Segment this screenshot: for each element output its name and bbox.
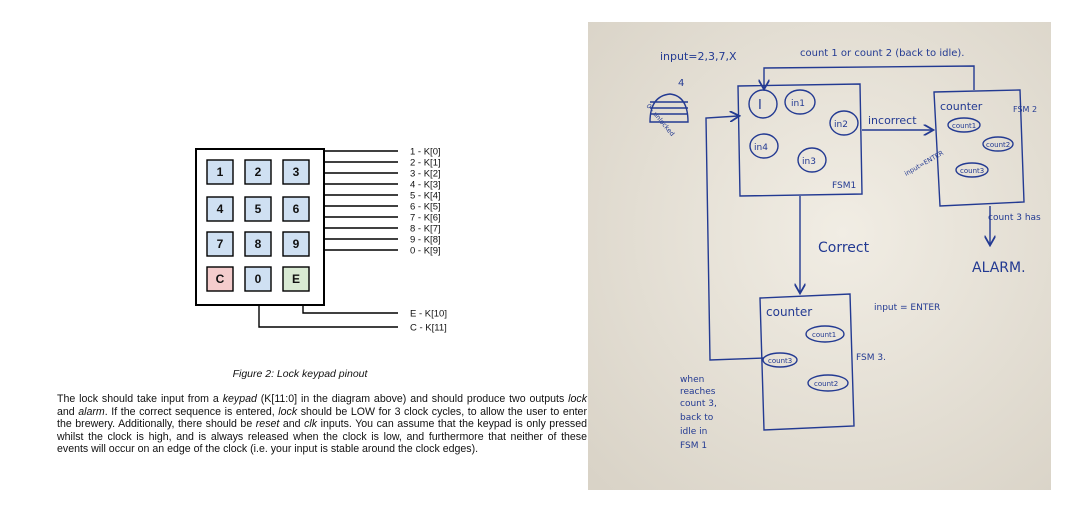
state-in1 — [784, 89, 816, 115]
figure-caption: Figure 2: Lock keypad pinout — [232, 368, 368, 380]
pin-wire — [302, 305, 398, 314]
label-in4: in4 — [754, 143, 768, 153]
pin-label: 5 - K[4] — [410, 191, 441, 202]
fsm2-box — [933, 89, 1025, 207]
fsm2-count1 — [947, 117, 981, 133]
back-to-idle-arrow — [764, 65, 975, 90]
key-2: 2 — [244, 159, 272, 185]
key-0: 0 — [244, 266, 272, 292]
fsm1-box — [737, 83, 863, 197]
fsm2-count1-text: count1 — [952, 122, 976, 130]
svg-text:5: 5 — [255, 202, 262, 216]
label-correct: Correct — [818, 240, 870, 256]
fsm3-count1 — [805, 325, 845, 343]
label-in2: in2 — [834, 120, 848, 130]
bell-icon — [649, 93, 689, 123]
label-in3: in3 — [802, 157, 816, 167]
bell-counter: 4 — [678, 78, 684, 89]
svg-text:3: 3 — [293, 165, 300, 179]
pin-label: 1 - K[0] — [410, 147, 441, 158]
back-loop-arrow — [705, 116, 765, 361]
pin-label: 3 - K[2] — [410, 169, 441, 180]
key-9: 9 — [282, 231, 310, 257]
pin-label: 8 - K[7] — [410, 224, 441, 235]
key-e: E — [282, 266, 310, 292]
input-sequence-note: input=2,3,7,X — [660, 50, 737, 63]
fsm2-count2 — [982, 136, 1014, 152]
svg-text:C: C — [216, 272, 225, 286]
keypad-pinout-diagram: 1 2 3 4 5 6 7 8 9C 0 E 1 - K[0]2 - K[1]3 - K[2]4 -… — [195, 147, 447, 334]
state-in3 — [797, 147, 827, 173]
fsm2-count3-text: count3 — [960, 167, 984, 175]
fsm3-box — [759, 293, 855, 431]
svg-text:2: 2 — [255, 165, 262, 179]
description-paragraph: The lock should take input from a keypad… — [57, 393, 587, 455]
pin-label: 6 - K[5] — [410, 202, 441, 213]
label-counter-fsm3: counter — [766, 305, 812, 319]
key-8: 8 — [244, 231, 272, 257]
svg-text:4: 4 — [217, 202, 224, 216]
label-fsm3: FSM 3. — [856, 353, 886, 363]
fsm3-count3-text: count3 — [768, 357, 792, 365]
pin-label: 9 - K[8] — [410, 235, 441, 246]
label-alarm: ALARM. — [972, 260, 1026, 276]
svg-text:1: 1 — [217, 165, 224, 179]
svg-text:0: 0 — [255, 272, 262, 286]
label-incorrect: incorrect — [868, 114, 917, 127]
fsm3-count2 — [807, 374, 849, 392]
key-4: 4 — [206, 196, 234, 222]
key-3: 3 — [282, 159, 310, 185]
label-fsm2: FSM 2 — [1013, 105, 1037, 114]
pin-label: E - K[10] — [410, 309, 447, 320]
state-in4 — [749, 133, 779, 159]
pin-label: 4 - K[3] — [410, 180, 441, 191]
fsm-sketch-photo: input=2,3,7,X count 1 or count 2 (back t… — [588, 22, 1051, 490]
state-idle — [748, 89, 778, 119]
key-6: 6 — [282, 196, 310, 222]
key-c: C — [206, 266, 234, 292]
svg-text:6: 6 — [293, 202, 300, 216]
keypad-frame — [195, 148, 325, 306]
fsm2-count2-text: count2 — [986, 141, 1010, 149]
fsm2-count3 — [955, 162, 989, 178]
svg-text:E: E — [292, 272, 300, 286]
fsm3-count2-text: count2 — [814, 380, 838, 388]
label-input-enter: input = ENTER — [874, 303, 940, 313]
state-in2 — [829, 110, 859, 136]
label-counter-fsm2: counter — [940, 100, 983, 113]
pin-label: 2 - K[1] — [410, 158, 441, 169]
pin-wire — [258, 305, 398, 328]
label-fsm1: FSM1 — [832, 181, 856, 191]
count-note: count 1 or count 2 (back to idle). — [800, 48, 964, 59]
pin-label: 0 - K[9] — [410, 246, 441, 257]
svg-text:9: 9 — [293, 237, 300, 251]
paper-background — [588, 22, 1051, 490]
label-idle: I — [758, 98, 762, 113]
label-in1: in1 — [791, 99, 805, 109]
fsm3-count1-text: count1 — [812, 331, 836, 339]
svg-text:8: 8 — [255, 237, 262, 251]
fsm3-count3 — [762, 352, 798, 368]
svg-text:7: 7 — [217, 237, 224, 251]
key-5: 5 — [244, 196, 272, 222]
label-count3-has: count 3 has — [988, 213, 1041, 223]
pin-label: C - K[11] — [410, 323, 447, 334]
when-note: when reaches count 3, back to idle in FS… — [680, 375, 720, 451]
key-7: 7 — [206, 231, 234, 257]
key-1: 1 — [206, 159, 234, 185]
pin-label: 7 - K[6] — [410, 213, 441, 224]
